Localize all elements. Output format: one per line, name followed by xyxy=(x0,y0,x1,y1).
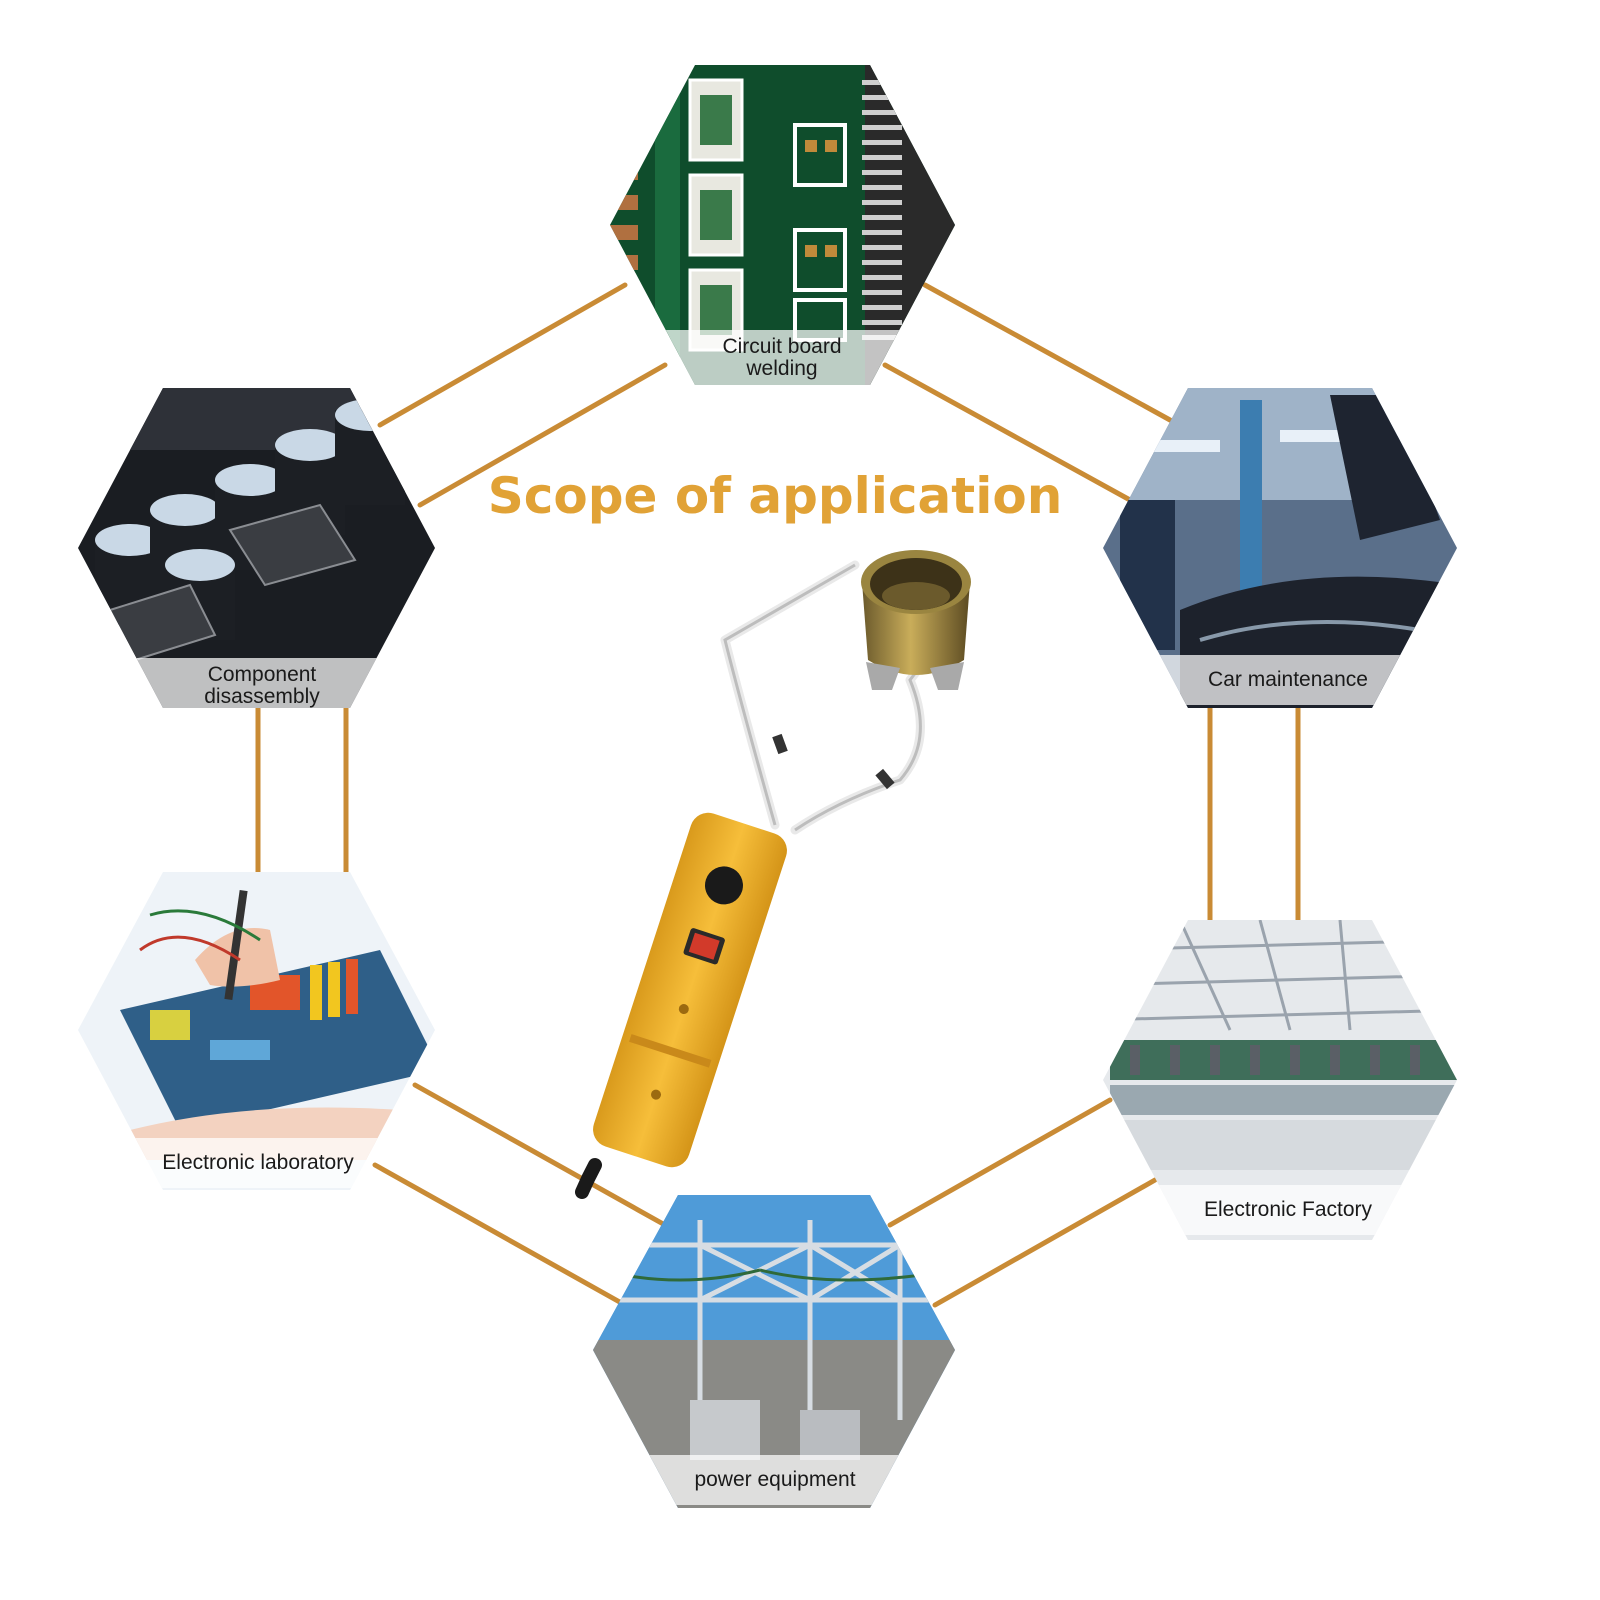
hex-caption: Car maintenance xyxy=(1208,668,1368,691)
hex-caption: Component xyxy=(208,663,317,686)
hex-caption: power equipment xyxy=(694,1468,855,1491)
connector-line xyxy=(377,282,628,428)
hex-caption: disassembly xyxy=(204,685,320,708)
desoldering-pot-tool xyxy=(575,550,971,1199)
connector-line xyxy=(417,362,668,508)
solder-pot xyxy=(861,550,971,690)
hex-power-equipment: power equipment xyxy=(593,1195,955,1508)
substation-scene: power equipment xyxy=(593,1195,955,1508)
hex-circuit-board-welding: Circuit board welding xyxy=(610,65,955,385)
connector-line xyxy=(372,1162,628,1308)
pcb-scene: Circuit board welding xyxy=(610,65,955,385)
connector-line xyxy=(887,1097,1113,1228)
hex-component-disassembly: Component disassembly xyxy=(78,388,435,708)
tool-handle xyxy=(593,812,787,1168)
factory-scene: Electronic Factory xyxy=(1103,920,1457,1240)
connector-line xyxy=(882,362,1133,503)
hex-caption: welding xyxy=(745,357,817,380)
hex-caption: Circuit board xyxy=(722,335,841,358)
garage-scene: Car maintenance xyxy=(1103,388,1457,708)
connector-line xyxy=(412,1082,668,1228)
hex-electronic-laboratory: Electronic laboratory xyxy=(78,872,435,1190)
hex-car-maintenance: Car maintenance xyxy=(1103,388,1457,708)
hex-electronic-factory: Electronic Factory xyxy=(1103,920,1457,1240)
hex-caption: Electronic laboratory xyxy=(162,1151,354,1174)
connector-lines xyxy=(255,282,1301,1308)
lab-scene: Electronic laboratory xyxy=(78,872,435,1190)
connector-line xyxy=(922,282,1173,423)
page-title: Scope of application xyxy=(488,467,1063,525)
capacitors-scene: Component disassembly xyxy=(78,388,435,708)
connector-line xyxy=(932,1177,1158,1308)
hex-caption: Electronic Factory xyxy=(1204,1198,1373,1221)
